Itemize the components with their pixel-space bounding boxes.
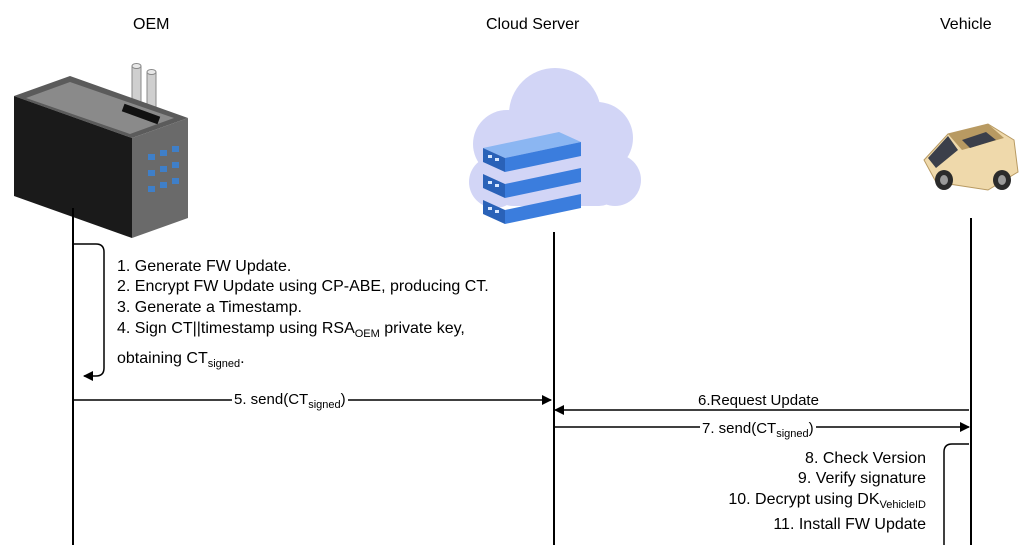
oem-self-arrow: [74, 243, 105, 381]
oem-step-4: 4. Sign CT||timestamp using RSAOEM priva…: [117, 320, 465, 340]
vehicle-step-10: 10. Decrypt using DKVehicleID: [728, 491, 926, 511]
oem-lifeline: [72, 208, 74, 545]
vehicle-label: Vehicle: [940, 16, 992, 33]
cloud-server-icon: [469, 68, 641, 224]
vehicle-lifeline: [970, 218, 972, 545]
cloud-server-label: Cloud Server: [486, 16, 580, 33]
oem-label: OEM: [133, 16, 170, 33]
oem-step-2: 2. Encrypt FW Update using CP-ABE, produ…: [117, 278, 489, 295]
oem-step-1: 1. Generate FW Update.: [117, 258, 292, 275]
car-icon: [923, 123, 1019, 191]
vehicle-step-9: 9. Verify signature: [797, 470, 926, 487]
vehicle-step-8: 8. Check Version: [805, 450, 926, 467]
message-5-label: 5. send(CTsigned): [232, 391, 348, 411]
factory-icon: [14, 63, 188, 238]
message-7-label: 7. send(CTsigned): [700, 420, 816, 440]
cloud-lifeline: [553, 232, 555, 545]
vehicle-step-11: 11. Install FW Update: [773, 516, 926, 533]
oem-step-4-cont: obtaining CTsigned.: [117, 350, 245, 370]
message-6-label: 6.Request Update: [698, 392, 819, 409]
oem-step-3: 3. Generate a Timestamp.: [117, 299, 302, 316]
